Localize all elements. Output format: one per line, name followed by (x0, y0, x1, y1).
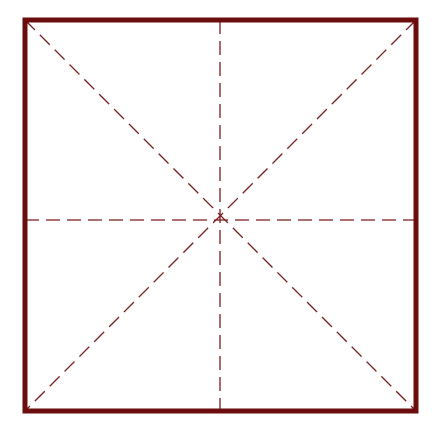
outer-border (22, 17, 419, 414)
diagonal-up-guide (24, 19, 417, 412)
